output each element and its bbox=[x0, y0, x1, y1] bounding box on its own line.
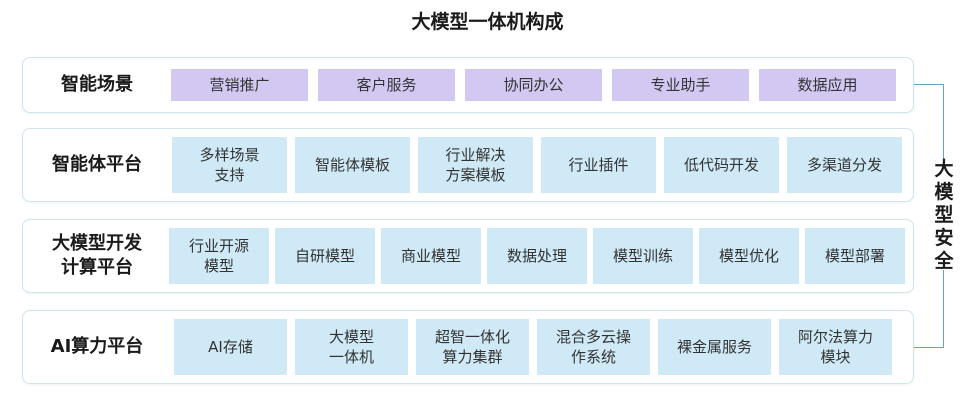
layer-agent-platform: 智能体平台 多样场景 支持 智能体模板 行业解决 方案模板 行业插件 低代码开发… bbox=[22, 128, 914, 202]
layer-label-smart-scenarios: 智能场景 bbox=[61, 74, 133, 95]
item-llm-appliance: 大模型 一体机 bbox=[295, 319, 408, 375]
layer-label-llm-dev-compute-platform: 大模型开发 计算平台 bbox=[52, 233, 142, 278]
diagram-title: 大模型一体机构成 bbox=[411, 11, 564, 33]
layer-smart-scenarios: 智能场景 营销推广 客户服务 协同办公 专业助手 数据应用 bbox=[22, 57, 914, 113]
security-label-char: 大 bbox=[934, 157, 954, 180]
item-agent-template: 智能体模板 bbox=[295, 137, 410, 193]
security-label-char: 型 bbox=[934, 203, 954, 226]
item-data-application: 数据应用 bbox=[759, 69, 896, 101]
item-commercial-model: 商业模型 bbox=[381, 228, 481, 284]
layer-llm-dev-compute-platform: 大模型开发 计算平台 行业开源 模型 自研模型 商业模型 数据处理 模型训练 模… bbox=[22, 219, 914, 293]
item-multi-channel-distribution: 多渠道分发 bbox=[787, 137, 902, 193]
layer-label-agent-platform: 智能体平台 bbox=[52, 154, 142, 175]
security-label-char: 全 bbox=[934, 249, 954, 272]
item-hybrid-multicloud-os: 混合多云操 作系统 bbox=[537, 319, 650, 375]
item-data-processing: 数据处理 bbox=[487, 228, 587, 284]
item-multi-scenario-support: 多样场景 支持 bbox=[172, 137, 287, 193]
item-bare-metal-service: 裸金属服务 bbox=[658, 319, 771, 375]
item-model-deployment: 模型部署 bbox=[805, 228, 905, 284]
item-professional-assistant: 专业助手 bbox=[612, 69, 749, 101]
security-label: 大模型安全 bbox=[929, 157, 959, 272]
item-industry-open-source-model: 行业开源 模型 bbox=[169, 228, 269, 284]
item-marketing: 营销推广 bbox=[171, 69, 308, 101]
item-model-optimization: 模型优化 bbox=[699, 228, 799, 284]
item-industry-plugin: 行业插件 bbox=[541, 137, 656, 193]
item-alpha-compute-module: 阿尔法算力 模块 bbox=[779, 319, 892, 375]
item-super-intelligent-compute-cluster: 超智一体化 算力集群 bbox=[416, 319, 529, 375]
item-collaborative-office: 协同办公 bbox=[465, 69, 602, 101]
item-industry-solution-template: 行业解决 方案模板 bbox=[418, 137, 533, 193]
item-customer-service: 客户服务 bbox=[318, 69, 455, 101]
layer-label-ai-compute-platform: AI算力平台 bbox=[50, 336, 144, 357]
security-label-char: 安 bbox=[934, 226, 954, 249]
item-model-training: 模型训练 bbox=[593, 228, 693, 284]
layer-ai-compute-platform: AI算力平台 AI存储 大模型 一体机 超智一体化 算力集群 混合多云操 作系统… bbox=[22, 310, 914, 384]
item-low-code-development: 低代码开发 bbox=[664, 137, 779, 193]
item-ai-storage: AI存储 bbox=[174, 319, 287, 375]
security-label-char: 模 bbox=[934, 180, 954, 203]
item-self-developed-model: 自研模型 bbox=[275, 228, 375, 284]
